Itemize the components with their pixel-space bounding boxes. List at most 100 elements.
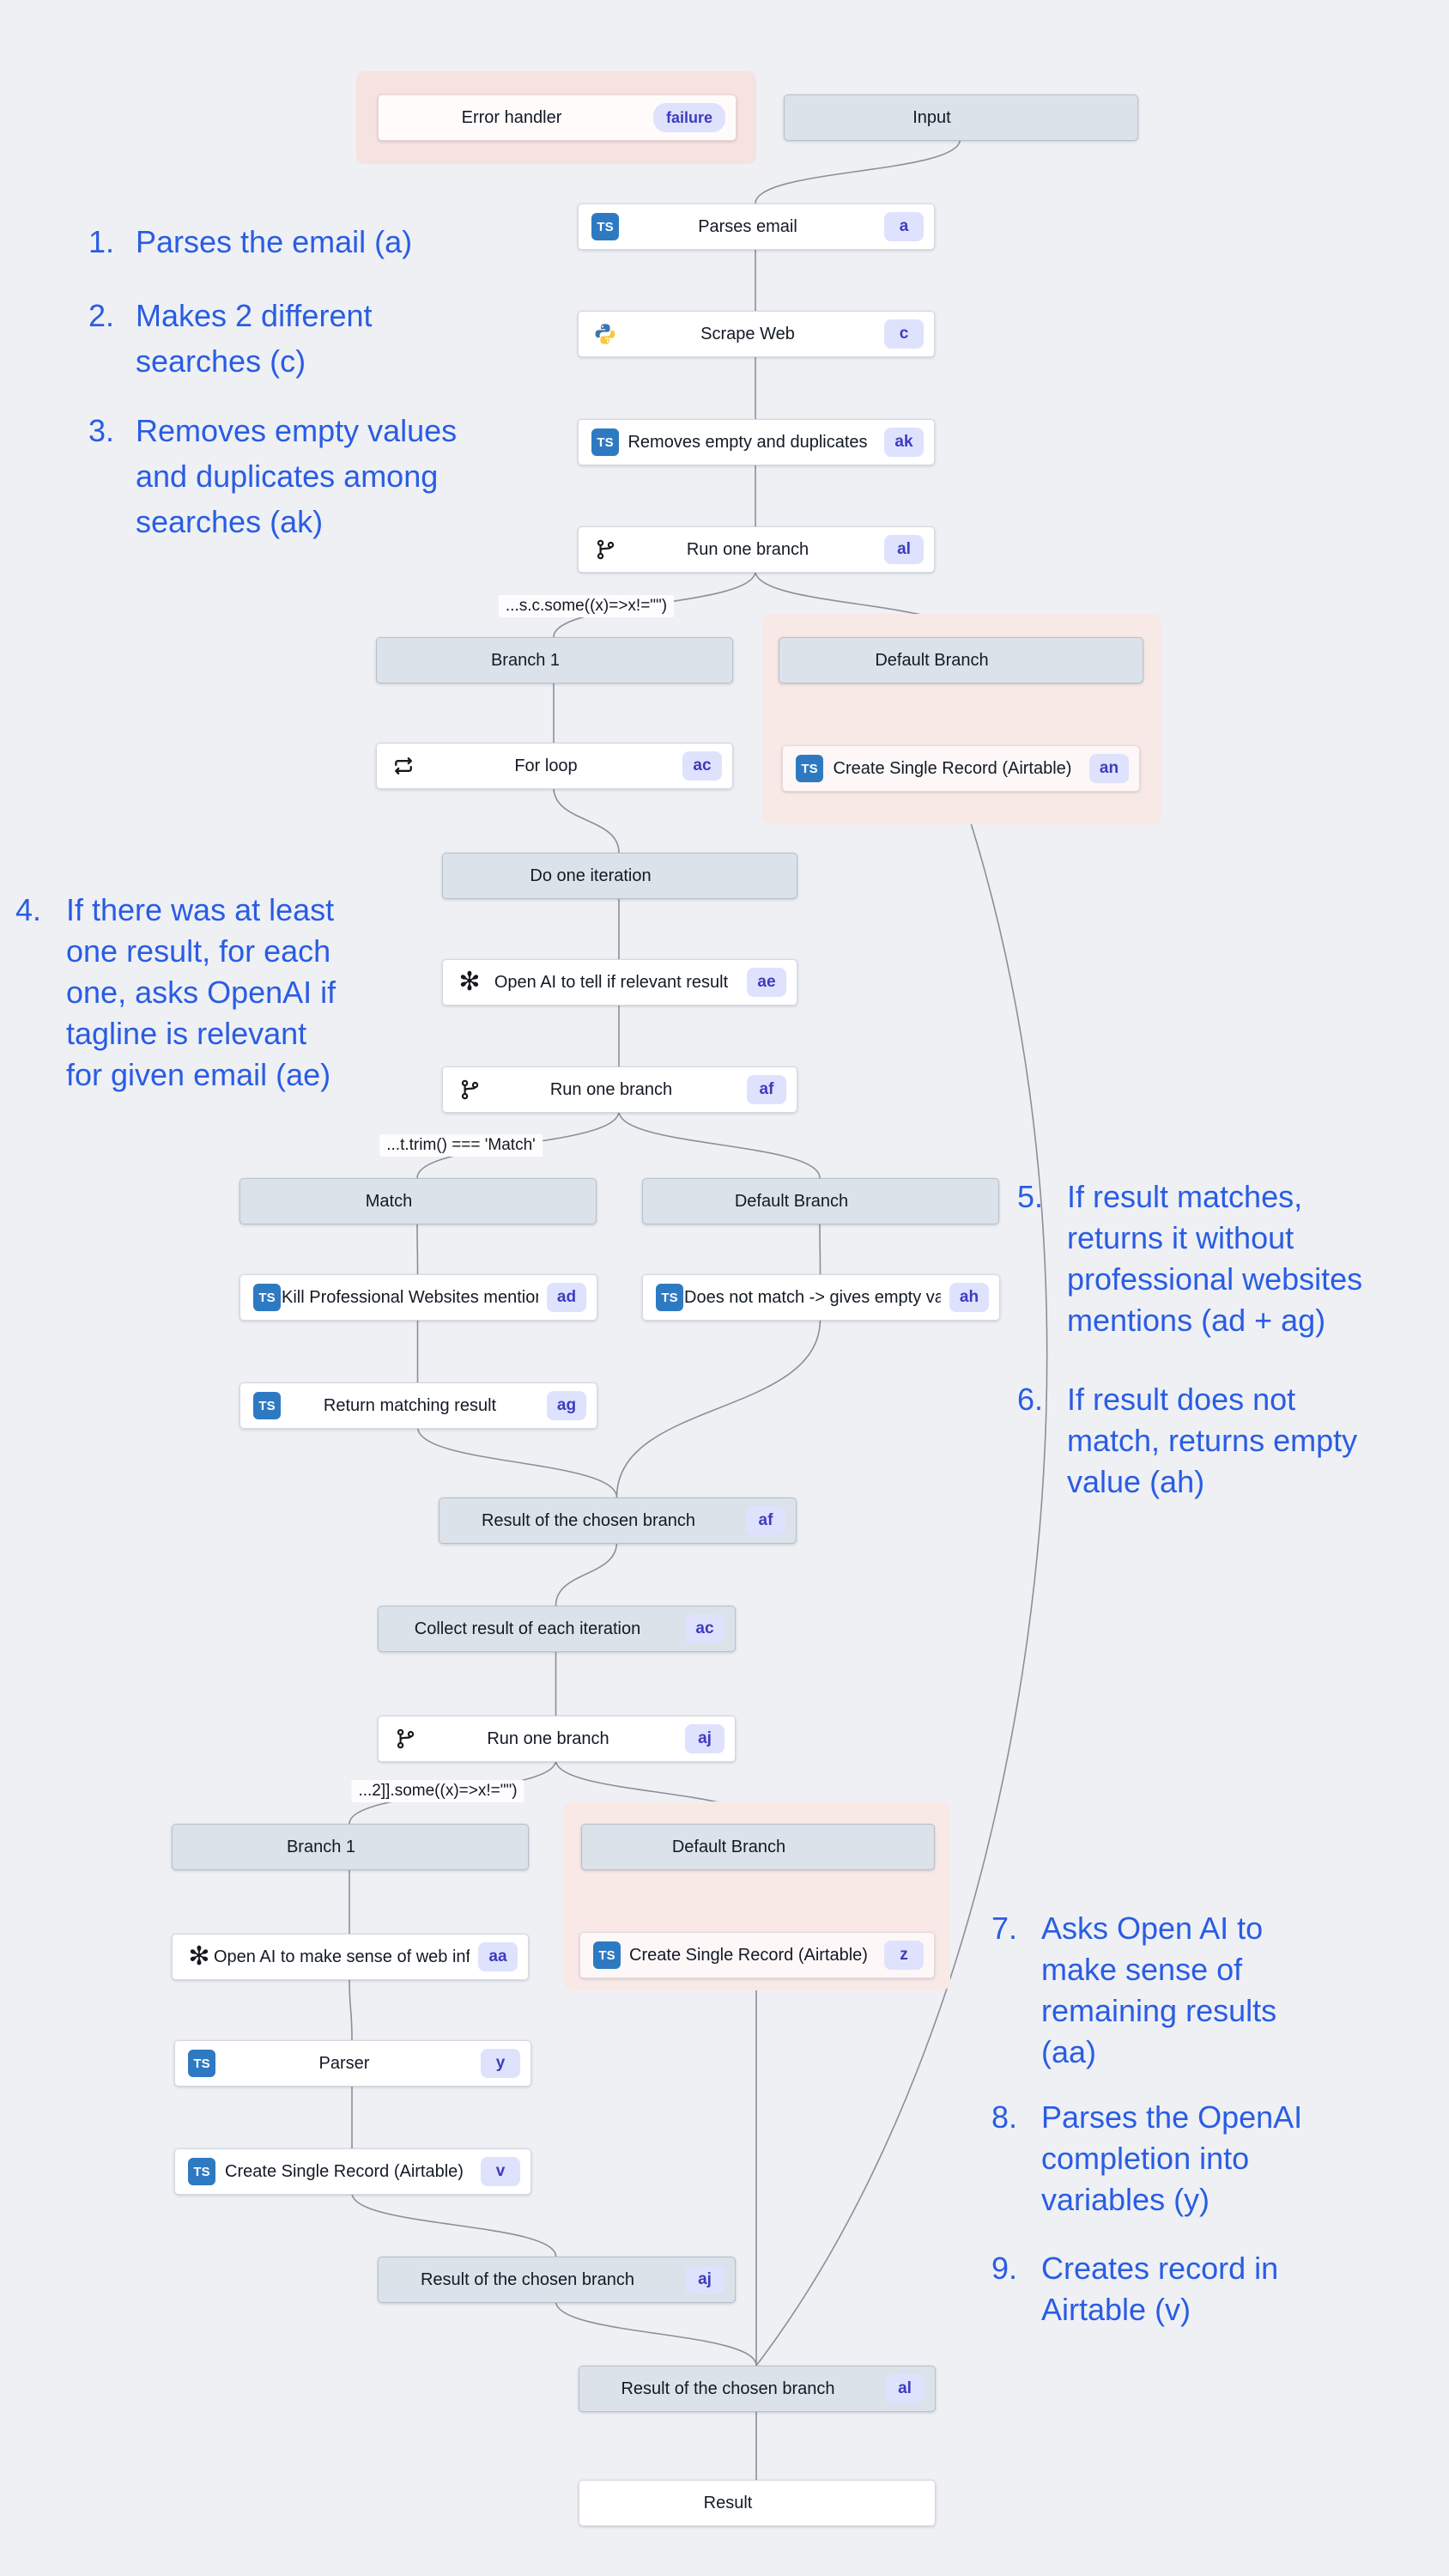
node-label: Result of the chosen branch [481,1510,696,1530]
node-label: Default Branch [875,650,989,670]
annotation-line: professional websites [1067,1261,1363,1297]
git-branch-icon [591,535,620,564]
node-label: Return matching result [323,1395,497,1415]
annotation-line: completion into [1041,2141,1250,2176]
annotation-number: 1. [88,224,115,259]
typescript-icon-glyph: TS [253,1392,281,1419]
typescript-icon-glyph: TS [253,1284,281,1311]
node-badge-failure: failure [653,103,725,132]
annotation-number: 9. [991,2251,1018,2286]
node-parses-email[interactable]: TS Parses email a [578,204,935,250]
node-default-branch-3[interactable]: Default Branch [581,1824,935,1870]
node-badge-al: al [885,2374,925,2403]
node-branch1-top[interactable]: Branch 1 [376,637,733,683]
annotation-line: Makes 2 different [136,298,373,333]
node-label: Run one branch [686,539,809,559]
annotation-line: searches (c) [136,343,306,379]
node-label: Open AI to make sense of web info [214,1947,470,1966]
annotation-line: Removes empty values [136,413,458,448]
annotation-number: 7. [991,1911,1018,1946]
node-badge-v: v [481,2157,520,2186]
typescript-icon: TS [591,212,620,241]
node-default-branch-2[interactable]: Default Branch [642,1178,999,1224]
cond-some-1-label: ...s.c.some((x)=>x!="") [498,595,675,617]
typescript-icon: TS [592,1941,621,1970]
annotation-line: If result does not [1067,1382,1296,1417]
edge-input-to-parses-email [755,138,961,204]
annotation-line: Parses the email (a) [136,224,413,259]
edge-create-record-v-to-result-chosen-aj [351,2192,557,2257]
node-label: Result of the chosen branch [621,2379,835,2398]
annotation-line: returns it without [1067,1220,1294,1255]
annotation-line: one result, for each [66,933,331,969]
annotation-line: tagline is relevant [66,1016,307,1051]
node-label: Default Branch [734,1191,849,1211]
node-badge-ac: ac [682,751,722,781]
edge-run-branch-af-to-default-branch-2 [618,1110,821,1179]
annotation-line: Asks Open AI to [1041,1911,1264,1946]
node-match-header[interactable]: Match [239,1178,597,1224]
openai-icon: ✻ [188,1942,210,1971]
typescript-icon-glyph: TS [593,1941,621,1969]
node-badge-ah: ah [949,1283,989,1312]
annotation-line: value (ah) [1067,1464,1205,1499]
node-input[interactable]: Input [784,94,1138,141]
openai-icon: ✻ [458,968,481,996]
node-branch1-bottom[interactable]: Branch 1 [172,1824,529,1870]
typescript-icon: TS [252,1391,282,1420]
node-badge-aj: aj [685,2265,724,2294]
node-result[interactable]: Result [579,2480,936,2526]
loop-icon [389,751,418,781]
annotation-line: Parses the OpenAI [1041,2099,1303,2135]
node-label: Create Single Record (Airtable) [833,758,1072,778]
annotation-line: Airtable (v) [1041,2292,1191,2327]
node-badge-ak: ak [884,428,924,457]
node-label: For loop [514,756,578,775]
cond-some-2-label: ...2]].some((x)=>x!="") [351,1780,524,1802]
annotation-line: searches (ak) [136,504,324,539]
node-for-loop[interactable]: For loop ac [376,743,733,789]
typescript-icon: TS [655,1283,684,1312]
annotation-line: Creates record in [1041,2251,1279,2286]
annotation-line: mentions (ad + ag) [1067,1303,1326,1338]
typescript-icon-glyph: TS [656,1284,683,1311]
edge-does-not-match-to-result-chosen-af [615,1318,822,1498]
edge-result-chosen-aj-to-result-chosen-al [555,2300,757,2366]
typescript-icon: TS [187,2157,216,2186]
typescript-icon: TS [187,2049,216,2078]
typescript-icon-glyph: TS [188,2050,215,2077]
node-default-branch-1[interactable]: Default Branch [779,637,1143,683]
cond-match-label: ...t.trim() === 'Match' [379,1134,543,1157]
node-label: Run one branch [487,1728,609,1748]
node-result-chosen-af[interactable]: Result of the chosen branch af [439,1498,797,1544]
annotation-line: one, asks OpenAI if [66,975,336,1010]
node-error-handler[interactable]: Error handler failure [378,94,737,141]
edge-openai-websense-to-parser [349,1978,353,2041]
node-label: Removes empty and duplicates [627,432,868,452]
annotation-number: 6. [1017,1382,1044,1417]
edge-default-branch-2-to-does-not-match [819,1222,822,1275]
node-do-one-iteration[interactable]: Do one iteration [442,853,797,899]
node-badge-a: a [884,212,924,241]
node-label: Error handler [461,107,562,127]
node-badge-af: af [746,1506,785,1535]
node-result-chosen-al[interactable]: Result of the chosen branch al [579,2366,936,2412]
node-label: Parses email [698,216,797,236]
